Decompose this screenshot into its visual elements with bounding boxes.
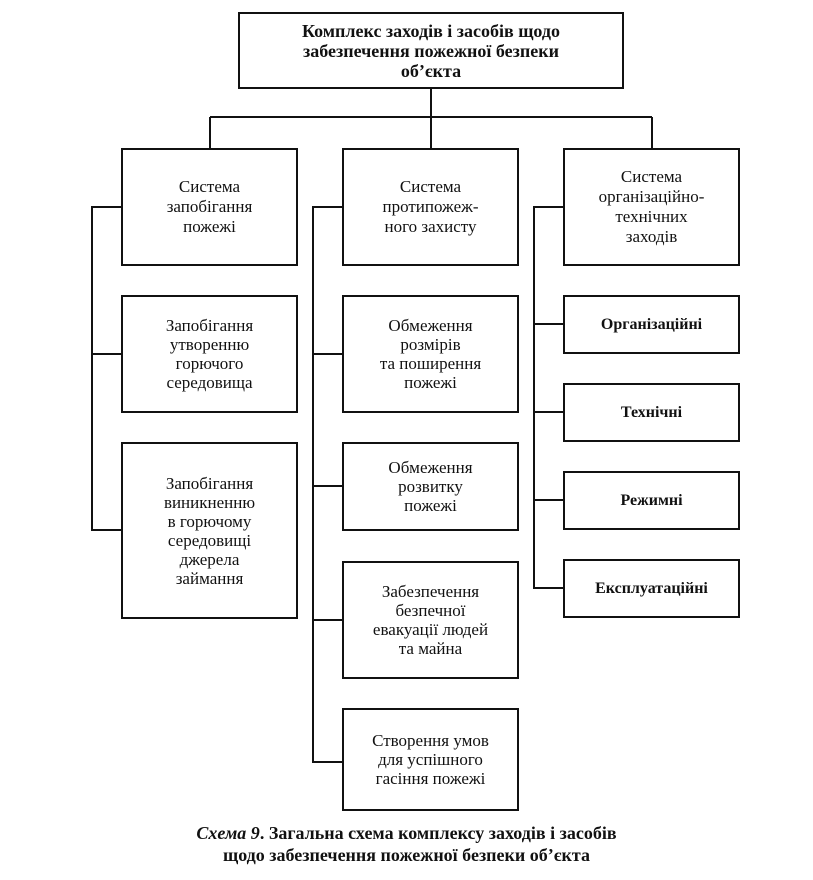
column-prevention-title: Система запобігання пожежі — [121, 148, 298, 266]
column-protection-item: Створення умов для успішного гасіння пож… — [342, 708, 519, 811]
column-organizational-title: Система організаційно- технічних заходів — [563, 148, 740, 266]
column-prevention-item: Запобігання утворенню горючого середовищ… — [121, 295, 298, 413]
column-organizational-item: Експлуатаційні — [563, 559, 740, 618]
column-organizational-item: Режимні — [563, 471, 740, 530]
col2-spine — [312, 206, 342, 763]
column-protection-item: Обмеження розмірів та поширення пожежі — [342, 295, 519, 413]
figure-caption: Схема 9. Загальна схема комплексу заході… — [0, 822, 813, 866]
column-protection-title: Система протипожеж- ного захисту — [342, 148, 519, 266]
column-prevention-item: Запобігання виникненню в горючому середо… — [121, 442, 298, 619]
column-protection-item: Обмеження розвитку пожежі — [342, 442, 519, 531]
caption-line-1: Схема 9. Загальна схема комплексу заході… — [0, 822, 813, 844]
caption-line-2: щодо забезпечення пожежної безпеки об’єк… — [223, 845, 590, 865]
root-box: Комплекс заходів і засобів щодо забезпеч… — [238, 12, 624, 89]
caption-text-1: . Загальна схема комплексу заходів і зас… — [259, 823, 617, 843]
column-protection-item: Забезпечення безпечної евакуації людей т… — [342, 561, 519, 679]
column-organizational-item: Організаційні — [563, 295, 740, 354]
column-organizational-item: Технічні — [563, 383, 740, 442]
col1-spine — [91, 206, 121, 531]
col3-spine — [533, 206, 563, 589]
caption-label: Схема 9 — [196, 823, 260, 843]
